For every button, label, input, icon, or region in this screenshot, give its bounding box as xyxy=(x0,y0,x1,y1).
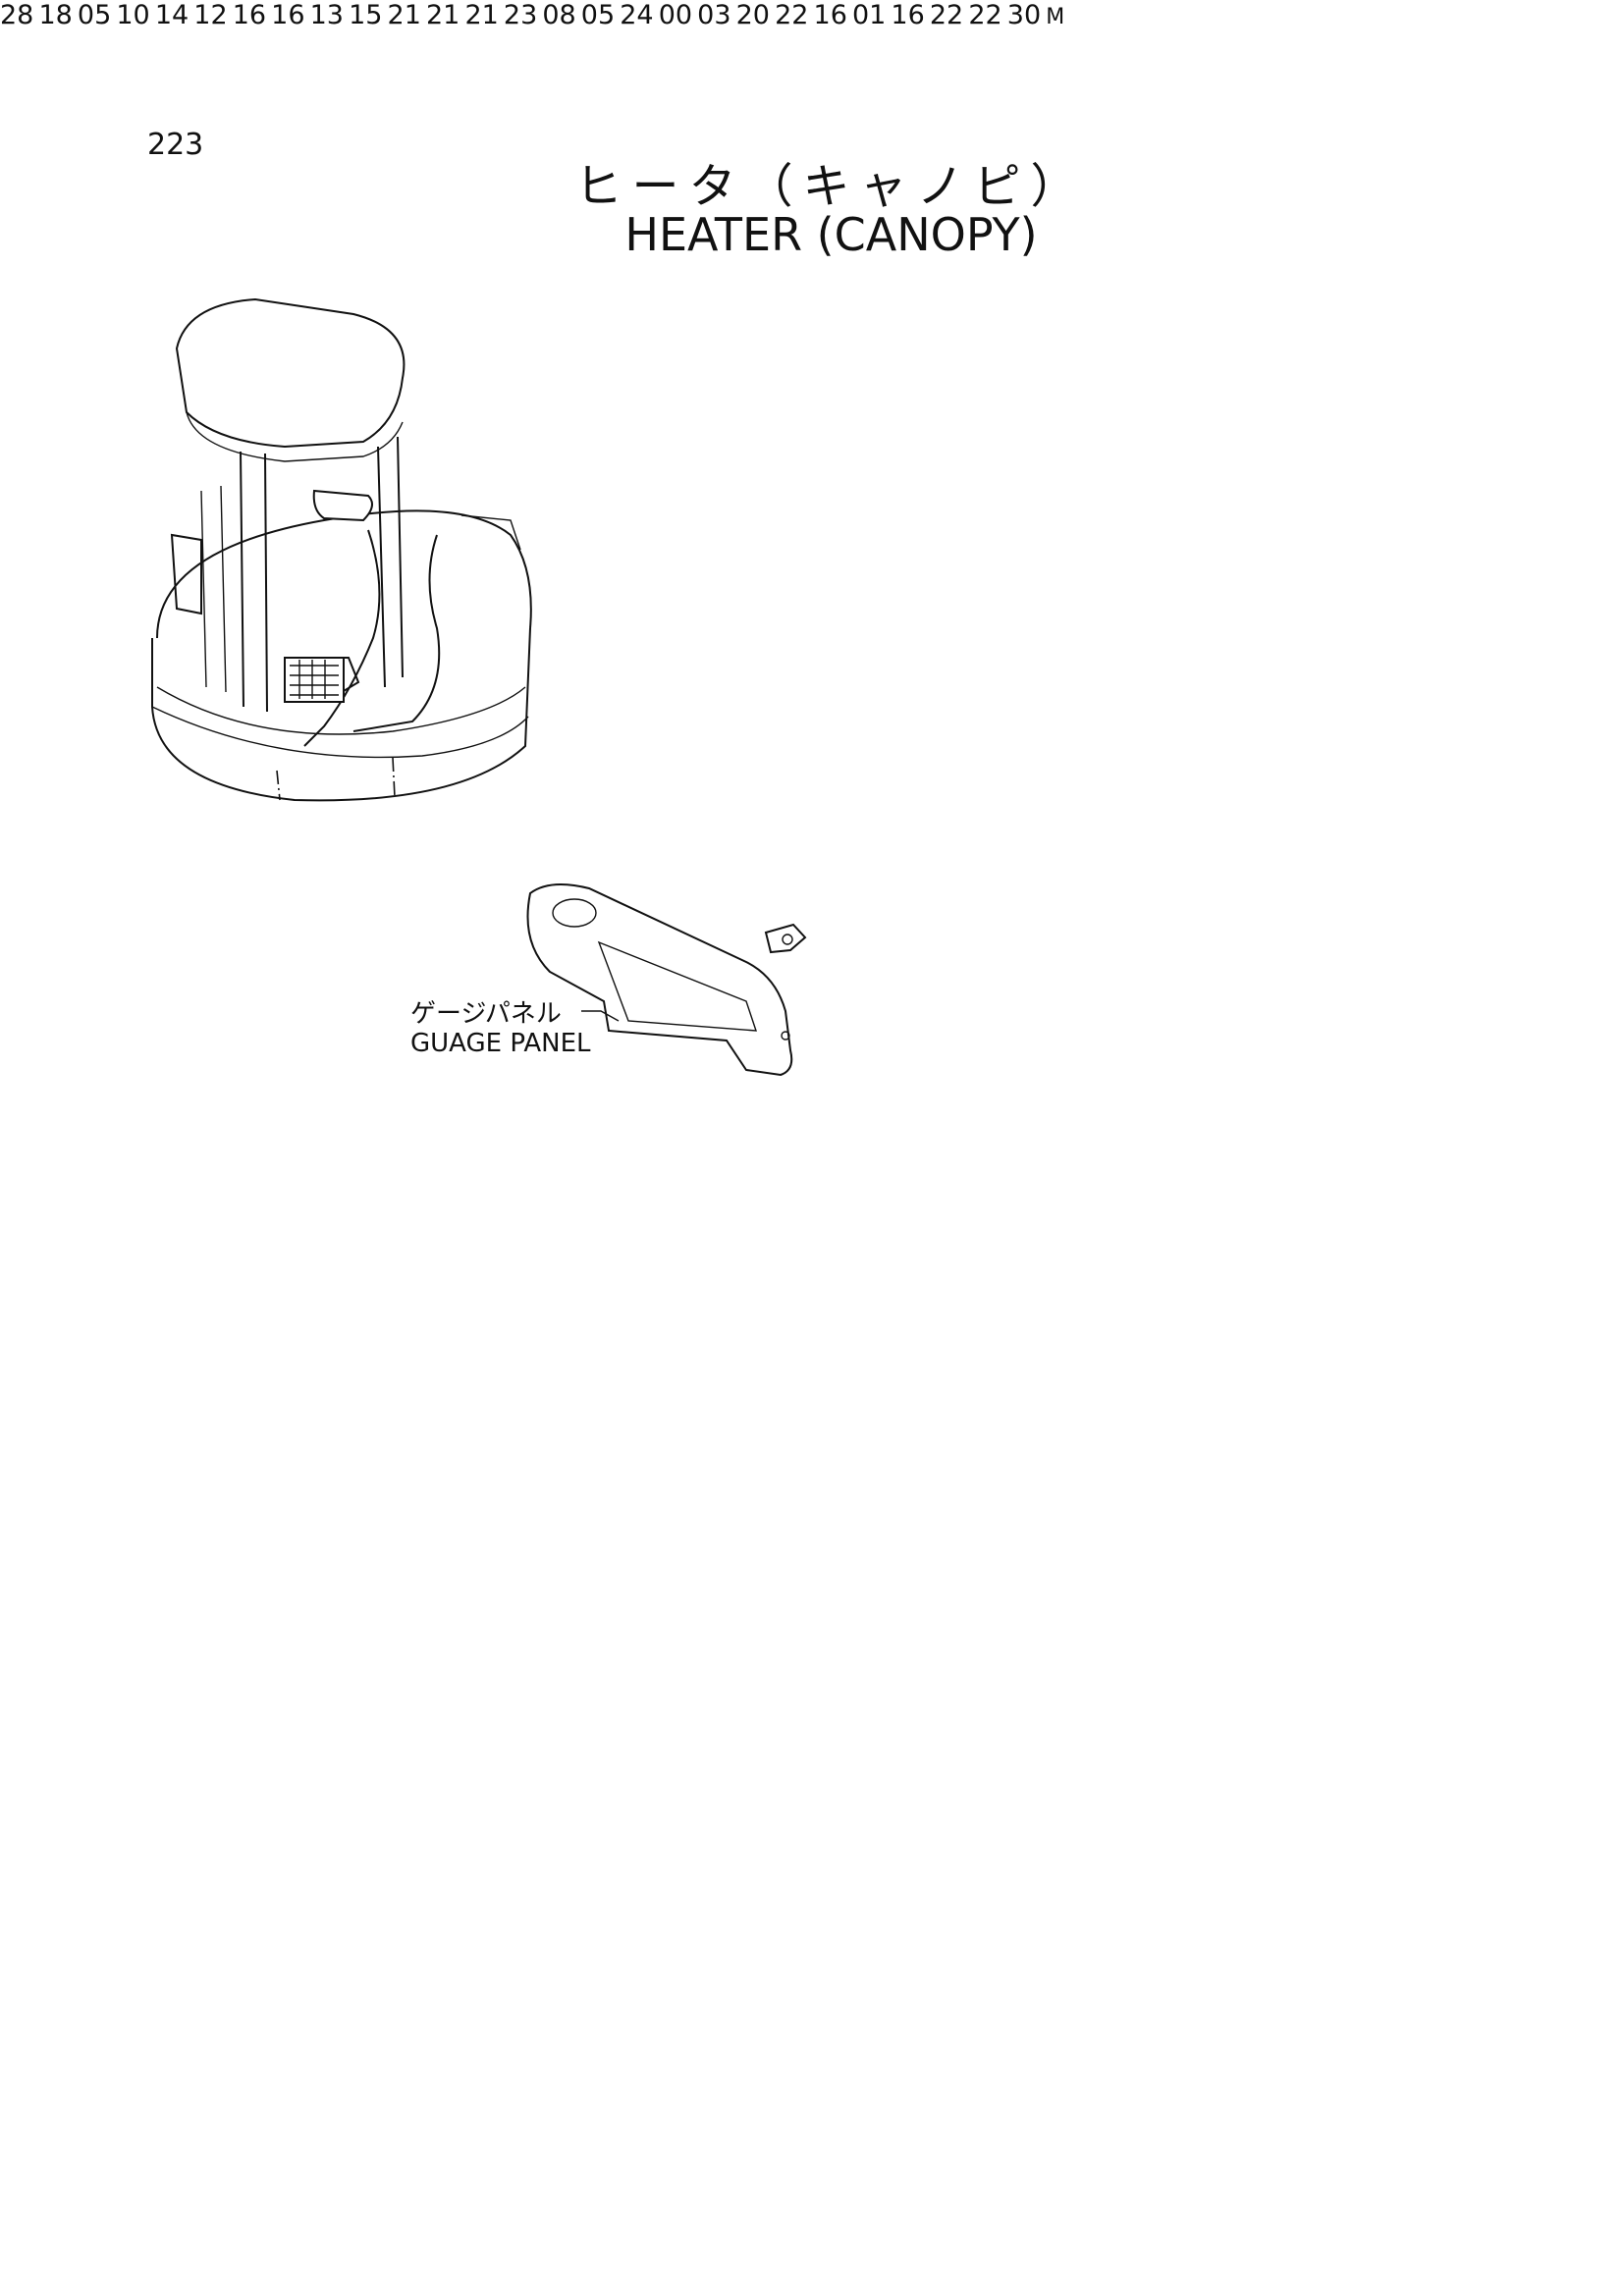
gauge-panel-label-jp: ゲージパネル xyxy=(410,999,562,1029)
callout-16-near-10: 16 xyxy=(271,0,305,30)
callout-24: 24 xyxy=(620,0,654,30)
callout-05-upper: 05 xyxy=(77,0,112,30)
callout-28: 28 xyxy=(0,0,34,30)
title-japanese: ヒータ（キャノピ） xyxy=(574,159,1088,214)
callout-21-lower: 21 xyxy=(464,0,499,30)
m-mark-letter: M xyxy=(1046,5,1065,29)
callout-22-upper: 22 xyxy=(775,0,809,30)
callout-16-near-12: 16 xyxy=(232,0,267,30)
callout-13: 13 xyxy=(309,0,344,30)
gauge-panel-label-en: GUAGE PANEL xyxy=(410,1029,591,1058)
callout-14: 14 xyxy=(154,0,189,30)
callout-labels: 28 18 05 10 14 12 16 16 13 15 21 21 21 2… xyxy=(0,0,1046,30)
callout-03: 03 xyxy=(697,0,731,30)
callout-16-heater-lower: 16 xyxy=(891,0,925,30)
callout-15: 15 xyxy=(349,0,383,30)
page-number: 223 xyxy=(147,128,204,162)
callout-21-upper: 21 xyxy=(387,0,421,30)
callout-30: 30 xyxy=(1006,0,1042,30)
callout-12: 12 xyxy=(193,0,228,30)
m-mark: M xyxy=(1046,5,1064,29)
gauge-panel-illustration xyxy=(526,883,807,1077)
callout-22-lower: 22 xyxy=(968,0,1002,30)
callout-10: 10 xyxy=(116,0,150,30)
callout-01: 01 xyxy=(851,0,887,30)
callout-08: 08 xyxy=(542,0,576,30)
callout-16-heater-upper: 16 xyxy=(813,0,847,30)
callout-05-lower: 05 xyxy=(580,0,616,30)
callout-00: 00 xyxy=(658,0,693,30)
title-english: HEATER (CANOPY) xyxy=(624,208,1038,261)
callout-21-middle: 21 xyxy=(425,0,460,30)
callout-20: 20 xyxy=(735,0,770,30)
callout-18: 18 xyxy=(38,0,73,30)
callout-22-middle: 22 xyxy=(929,0,964,30)
machine-overview-illustration xyxy=(151,297,532,802)
callout-23: 23 xyxy=(503,0,538,30)
